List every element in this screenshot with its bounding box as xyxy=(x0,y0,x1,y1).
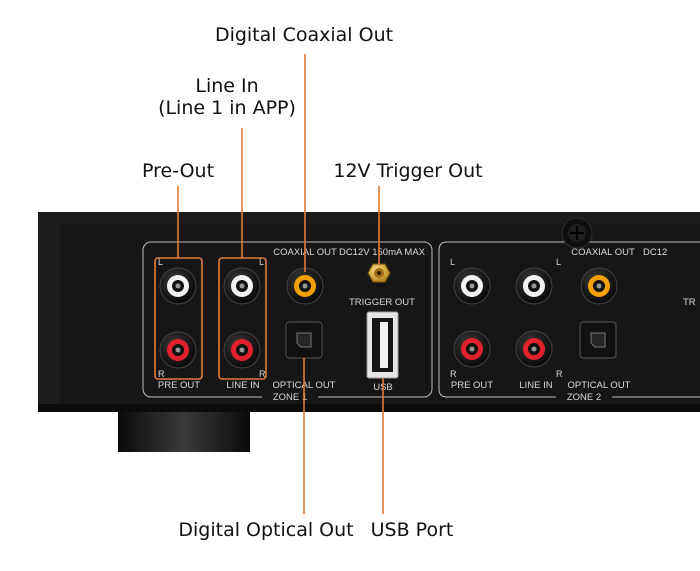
zone1-optical-out-port xyxy=(285,321,323,359)
zone2-pre-out-left-jack xyxy=(453,267,491,305)
zone1-coaxial-out-jack xyxy=(286,267,324,305)
zone1-usb-port xyxy=(366,311,399,379)
zone2-zone-label: ZONE 2 xyxy=(567,392,601,403)
zone2-label-backing xyxy=(556,391,612,403)
zone2-line-in-label: LINE IN xyxy=(519,380,552,391)
zone2-coaxial-out-jack xyxy=(580,267,618,305)
zone2-outline xyxy=(438,241,700,398)
callout-digital-optical-out: Digital Optical Out xyxy=(178,519,354,541)
chassis-foot xyxy=(118,410,250,452)
callout-line-in-line2: (Line 1 in APP) xyxy=(158,96,296,119)
zone2-line-in-l-marker: L xyxy=(556,257,561,267)
chassis-bottom-edge xyxy=(38,404,700,412)
zone1-line-in-left-jack xyxy=(223,267,261,305)
zone1-trigger-out-label: TRIGGER OUT xyxy=(349,297,415,308)
zone2-line-in-left-jack xyxy=(515,267,553,305)
zone1-trigger-out-jack xyxy=(367,263,391,283)
zone2-pre-out-right-jack xyxy=(453,330,491,368)
zone2-optical-out-port xyxy=(579,321,617,359)
zone1-dc-rating-label: DC12V 150mA MAX xyxy=(339,247,426,258)
zone1-zone-label: ZONE 1 xyxy=(273,392,307,403)
zone2-line-in-r-marker: R xyxy=(556,369,563,379)
callout-line-in-line1: Line In xyxy=(195,75,259,97)
zone2-optical-out-label: OPTICAL OUT xyxy=(568,380,631,391)
callout-line-in: Line In (Line 1 in APP) xyxy=(158,75,296,120)
zone1-pre-out-r-marker: R xyxy=(158,369,165,379)
zone2-pre-out-r-marker: R xyxy=(450,369,457,379)
zone2-dc-partial-label: DC12 xyxy=(643,247,667,258)
callout-digital-coaxial-out: Digital Coaxial Out xyxy=(214,24,394,46)
zone1-line-in-right-jack xyxy=(223,331,261,369)
zone1-line-in-label: LINE IN xyxy=(226,380,259,391)
zone2-line-in-right-jack xyxy=(515,330,553,368)
callout-12v-trigger-out: 12V Trigger Out xyxy=(333,160,483,182)
zone2-trigger-partial-label: TR xyxy=(683,297,696,308)
callout-pre-out: Pre-Out xyxy=(141,160,215,182)
zone1-line-in-l-marker: L xyxy=(259,257,264,267)
zone1-pre-out-right-jack xyxy=(159,331,197,369)
zone1-pre-out-label: PRE OUT xyxy=(158,380,200,391)
zone1-pre-out-l-marker: L xyxy=(158,257,163,267)
zone2-pre-out-l-marker: L xyxy=(450,257,455,267)
zone2-coaxial-out-label: COAXIAL OUT xyxy=(571,247,635,258)
zone1-pre-out-left-jack xyxy=(159,267,197,305)
ground-screw xyxy=(561,217,593,249)
zone2-pre-out-label: PRE OUT xyxy=(451,380,493,391)
callout-usb-port: USB Port xyxy=(370,519,454,541)
zone1-line-in-r-marker: R xyxy=(259,369,266,379)
